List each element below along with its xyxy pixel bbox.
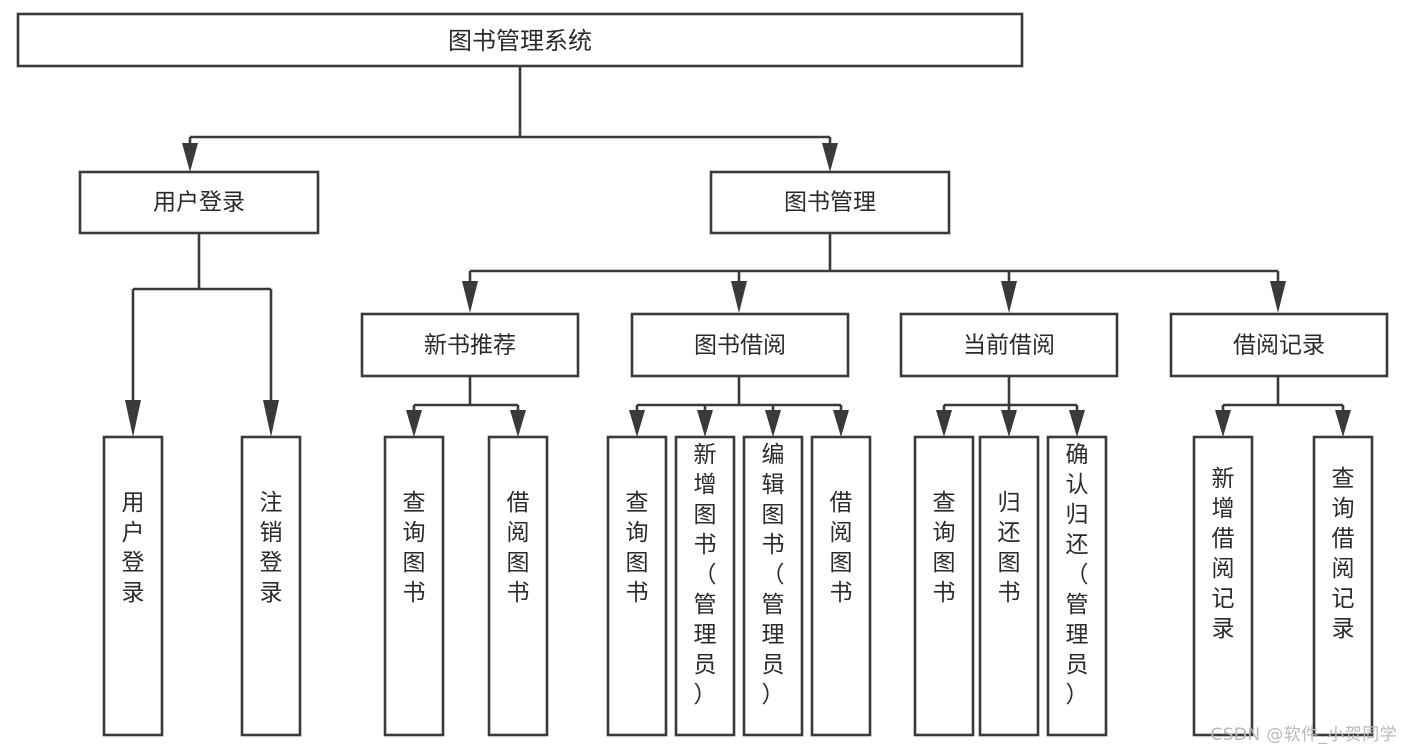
node-book-borrow-box[interactable] [630,312,850,378]
arrowhead-leaf-return-book [1001,410,1017,437]
node-new-book-rec-label: 新书推荐 [424,333,516,359]
node-current-borrow-box[interactable] [899,312,1119,378]
arrowhead-leaf-query-book-1 [406,410,422,437]
node-user-login[interactable]: 用户登录 [78,170,320,235]
node-leaf-borrow-book-1[interactable]: 借阅图书 [487,435,549,737]
node-book-borrow-label: 图书借阅 [694,333,786,359]
arrowhead-leaf-borrow-book-1 [510,410,526,437]
node-new-book-rec-box[interactable] [360,312,580,378]
node-new-book-rec[interactable]: 新书推荐 [360,312,580,378]
node-leaf-borrow-book-2[interactable]: 借阅图书 [810,435,872,737]
node-leaf-edit-book-label: 编辑图书（管理员） [762,442,785,708]
node-leaf-return-book[interactable]: 归还图书 [978,435,1040,737]
node-leaf-add-book-box[interactable] [674,435,736,737]
node-leaf-query-record-label: 查询借阅记录 [1332,466,1355,642]
node-leaf-borrow-book-1-box[interactable] [487,435,549,737]
arrowhead-leaf-edit-book [765,410,781,437]
node-leaf-query-book-2-label: 查询图书 [626,490,649,606]
node-leaf-add-record[interactable]: 新增借阅记录 [1192,435,1254,737]
arrowhead-leaf-add-record [1215,410,1231,437]
arrowhead-leaf-user-login [125,400,141,437]
node-current-borrow[interactable]: 当前借阅 [899,312,1119,378]
arrowhead-current-borrow [1001,281,1017,313]
node-root-box[interactable] [16,12,1024,68]
node-leaf-query-book-2-box[interactable] [606,435,668,737]
node-book-manage-label: 图书管理 [784,190,876,216]
arrowhead-leaf-add-book [697,410,713,437]
node-leaf-query-book-3-label: 查询图书 [933,490,956,606]
node-leaf-logout-login-label: 注销登录 [260,490,283,606]
node-leaf-return-book-label: 归还图书 [998,490,1021,606]
arrowhead-leaf-query-record [1335,410,1351,437]
node-leaf-user-login-box[interactable] [102,435,164,737]
node-leaf-add-book[interactable]: 新增图书（管理员） [674,435,736,737]
node-book-manage-box[interactable] [709,170,951,235]
node-leaf-borrow-book-2-box[interactable] [810,435,872,737]
node-leaf-query-book-2[interactable]: 查询图书 [606,435,668,737]
arrowhead-leaf-borrow-book-2 [833,410,849,437]
csdn-watermark: CSDN @软件_小贺同学 [1210,725,1397,745]
arrowhead-borrow-record [1270,281,1286,313]
node-root[interactable]: 图书管理系统 [16,12,1024,68]
node-leaf-query-book-1-box[interactable] [383,435,445,737]
arrowhead-book-manage [822,143,838,172]
arrowhead-leaf-confirm-return [1069,410,1085,437]
arrowhead-user-login [182,143,198,172]
node-borrow-record[interactable]: 借阅记录 [1169,312,1389,378]
node-leaf-logout-login[interactable]: 注销登录 [240,435,302,737]
node-leaf-borrow-book-2-label: 借阅图书 [830,490,853,606]
edges-layer [125,67,1351,437]
node-root-label: 图书管理系统 [448,27,592,55]
node-leaf-confirm-return-box[interactable] [1046,435,1108,737]
node-user-login-label: 用户登录 [153,190,245,216]
node-leaf-query-record[interactable]: 查询借阅记录 [1312,435,1374,737]
arrowhead-leaf-query-book-3 [936,410,952,437]
node-book-borrow[interactable]: 图书借阅 [630,312,850,378]
node-leaf-query-record-box[interactable] [1312,435,1374,737]
node-leaf-edit-book-box[interactable] [742,435,804,737]
node-leaf-confirm-return-label: 确认归还（管理员） [1066,442,1089,708]
node-leaf-user-login-label: 用户登录 [122,490,145,606]
node-leaf-add-record-box[interactable] [1192,435,1254,737]
node-leaf-query-book-3-box[interactable] [913,435,975,737]
node-leaf-add-book-label: 新增图书（管理员） [694,442,717,708]
node-leaf-confirm-return[interactable]: 确认归还（管理员） [1046,435,1108,737]
node-leaf-return-book-box[interactable] [978,435,1040,737]
node-leaf-add-record-label: 新增借阅记录 [1212,466,1235,642]
node-book-manage[interactable]: 图书管理 [709,170,951,235]
arrowhead-leaf-logout-login [263,400,279,437]
node-borrow-record-box[interactable] [1169,312,1389,378]
node-borrow-record-label: 借阅记录 [1233,333,1325,359]
arrowhead-leaf-query-book-2 [629,410,645,437]
node-leaf-query-book-1-label: 查询图书 [403,490,426,606]
node-current-borrow-label: 当前借阅 [963,333,1055,359]
node-leaf-logout-login-box[interactable] [240,435,302,737]
node-leaf-borrow-book-1-label: 借阅图书 [507,490,530,606]
node-leaf-query-book-3[interactable]: 查询图书 [913,435,975,737]
node-leaf-user-login[interactable]: 用户登录 [102,435,164,737]
arrowhead-book-borrow [731,281,747,313]
node-leaf-edit-book[interactable]: 编辑图书（管理员） [742,435,804,737]
node-leaf-query-book-1[interactable]: 查询图书 [383,435,445,737]
node-user-login-box[interactable] [78,170,320,235]
arrowhead-new-book-rec [462,281,478,313]
